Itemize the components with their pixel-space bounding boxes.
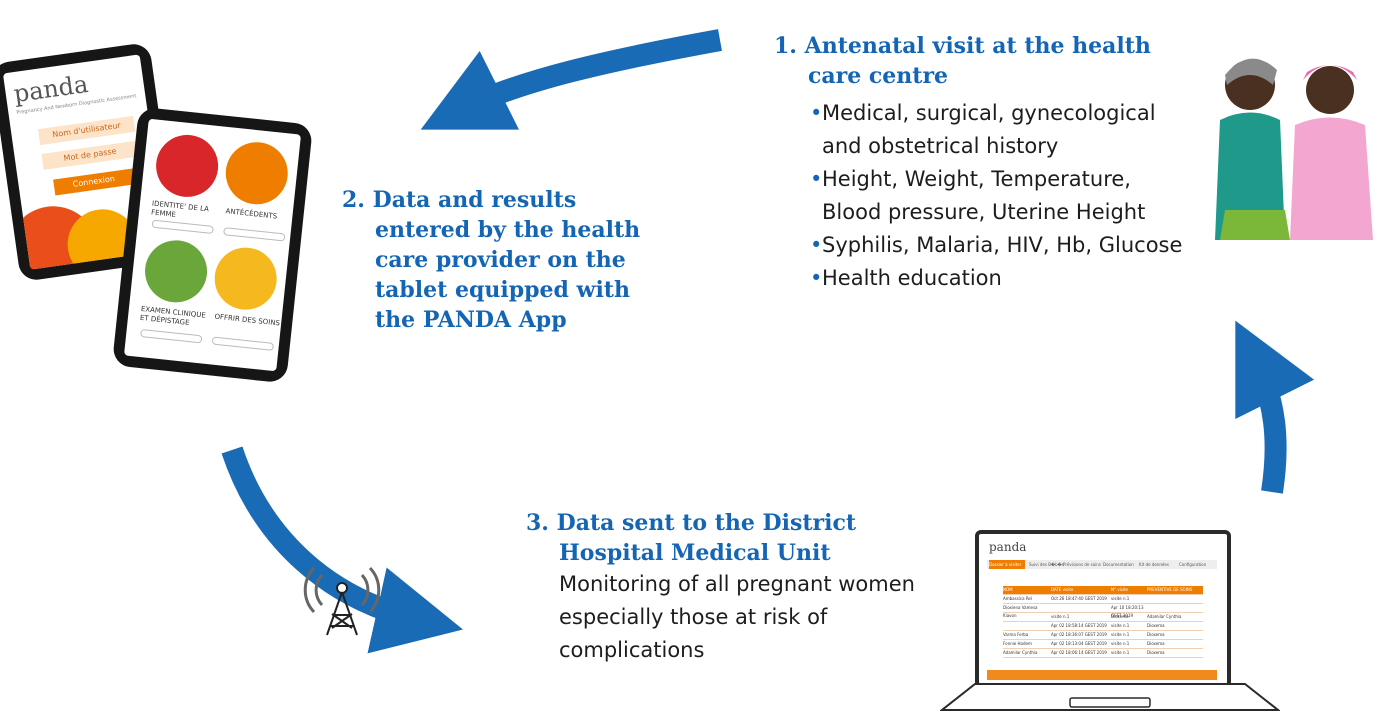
arrow-1-to-2 xyxy=(420,29,722,130)
arrow-3-to-1 xyxy=(1235,320,1315,494)
laptop-base xyxy=(940,683,1280,711)
arrow-2-to-3 xyxy=(221,446,463,654)
menu-label-2: ANTÉCÉDENTS xyxy=(225,207,278,221)
table-cell: Apr 02 18:13:04 GEST 2019 xyxy=(1051,641,1107,646)
laptop-screen: panda Dossier à visiter Suivi des B�b�s … xyxy=(975,530,1231,688)
tablet-menu: IDENTITE' DE LA FEMME ANTÉCÉDENTS EXAMEN… xyxy=(111,106,314,384)
step-2-title: 2. Data and results entered by the healt… xyxy=(342,187,641,333)
table-cell: visite n.1 xyxy=(1051,614,1070,619)
step-1-bullets: Medical, surgical, gynecological and obs… xyxy=(810,97,1194,295)
table-cell: Adamilar Cynthia xyxy=(1003,650,1038,655)
laptop-nav-tab[interactable]: Dossier à visiter xyxy=(989,560,1025,569)
step-1: 1. Antenatal visit at the health care ce… xyxy=(774,31,1194,295)
table-header: NOM DATE visite N° visite PREVENTIVE DE SOI… xyxy=(1003,586,1203,595)
table-cell: Dioxema xyxy=(1147,641,1165,646)
clinical-exam-icon[interactable] xyxy=(141,237,211,306)
table-cell: Dioxema xyxy=(1111,614,1129,619)
username-field[interactable]: Nom d'utilisateur xyxy=(37,115,136,146)
table-row[interactable]: visite n.1 Dioxema Adamilar Cynthia xyxy=(1003,613,1203,622)
care-icon[interactable] xyxy=(211,244,280,313)
table-cell: Adamilar Cynthia xyxy=(1147,614,1182,619)
laptop-footer xyxy=(987,670,1217,680)
bullet-item: Syphilis, Malaria, HIV, Hb, Glucose xyxy=(810,229,1194,262)
login-button[interactable]: Connexion xyxy=(53,168,135,196)
table-cell: visite n.1 xyxy=(1111,596,1130,601)
table-header-cell: PREVENTIVE DE SOINS xyxy=(1147,587,1193,592)
table-row[interactable]: Adamilar Cynthia Apr 02 18:06:14 GEST 201… xyxy=(1003,649,1203,658)
table-row[interactable]: Dioxiena Vamesa Kiavon Apr 10 18:20:13 GE… xyxy=(1003,604,1203,618)
table-cell: visite n.1 xyxy=(1111,623,1130,628)
table-cell: Oct 26 18:47:40 GEST 2019 xyxy=(1051,596,1107,601)
table-cell: visite n.1 xyxy=(1111,650,1130,655)
menu-label-4: OFFRIR DES SOINS xyxy=(214,312,281,328)
step-3-title: 3. Data sent to the District Hospital Me… xyxy=(526,510,857,566)
step-2: 2. Data and results entered by the healt… xyxy=(342,185,642,335)
laptop-nav-tab[interactable]: Kit de données xyxy=(1139,562,1169,567)
laptop-nav-tab[interactable]: Prévisions de soins xyxy=(1063,562,1101,567)
table-cell: Dioxema xyxy=(1147,650,1165,655)
women-illustration xyxy=(1215,58,1373,240)
table-cell: Apr 02 18:58:14 GEST 2019 xyxy=(1051,623,1107,628)
laptop-nav-tab[interactable]: Suivi des B�b�s xyxy=(1029,562,1064,567)
tablet-menu-screen: IDENTITE' DE LA FEMME ANTÉCÉDENTS EXAMEN… xyxy=(123,118,302,372)
bullet-item: Health education xyxy=(810,262,1194,295)
table-cell: Apr 10 18:20:13 GEST 2019 xyxy=(1111,605,1144,618)
progress-bar xyxy=(139,328,203,344)
table-row[interactable]: Apr 02 18:58:14 GEST 2019 visite n.1 Dioxe… xyxy=(1003,622,1203,631)
password-field[interactable]: Mot de passe xyxy=(41,140,139,170)
table-cell: Apr 02 18:36:07 GEST 2019 xyxy=(1051,632,1107,637)
bullet-item: Height, Weight, Temperature, Blood press… xyxy=(810,163,1194,229)
antenna-icon xyxy=(303,566,381,636)
progress-bar xyxy=(211,336,275,351)
step-1-title: 1. Antenatal visit at the health care ce… xyxy=(774,33,1151,89)
table-cell: visite n.1 xyxy=(1111,641,1130,646)
table-cell: Varma Ferba xyxy=(1003,632,1029,637)
step-3: 3. Data sent to the District Hospital Me… xyxy=(526,508,966,667)
table-cell: Ambassica Rel xyxy=(1003,596,1032,601)
table-cell: Dioxema xyxy=(1147,632,1165,637)
menu-label-3: EXAMEN CLINIQUE ET DÉPISTAGE xyxy=(139,304,207,327)
bullet-item: Medical, surgical, gynecological and obs… xyxy=(810,97,1194,163)
table-row[interactable]: Varma Ferba Apr 02 18:36:07 GEST 2019 visi… xyxy=(1003,631,1203,640)
table-row[interactable]: Fonnie Hadem Apr 02 18:13:04 GEST 2019 vis… xyxy=(1003,640,1203,649)
laptop-logo: panda xyxy=(989,540,1027,554)
laptop-table: NOM DATE visite N° visite PREVENTIVE DE SOI… xyxy=(1003,586,1203,658)
table-header-cell: NOM xyxy=(1003,587,1013,592)
progress-bar xyxy=(223,227,286,242)
laptop-nav-tab[interactable]: Documentation xyxy=(1103,562,1134,567)
table-cell: visite n.1 xyxy=(1111,632,1130,637)
table-cell: Apr 02 18:06:14 GEST 2019 xyxy=(1051,650,1107,655)
table-header-cell: DATE visite xyxy=(1051,587,1074,592)
history-icon[interactable] xyxy=(222,139,291,208)
table-cell: Dioxema xyxy=(1147,623,1165,628)
table-cell: Fonnie Hadem xyxy=(1003,641,1032,646)
table-cell: Dioxiena Vamesa Kiavon xyxy=(1003,605,1038,618)
step-3-description: Monitoring of all pregnant women especia… xyxy=(559,572,915,662)
table-rows: Ambassica Rel Oct 26 18:47:40 GEST 2019 vi… xyxy=(1003,595,1203,658)
laptop-navbar xyxy=(987,560,1217,569)
table-header-cell: N° visite xyxy=(1111,587,1128,592)
woman-identity-icon[interactable] xyxy=(153,131,222,200)
table-row[interactable]: Ambassica Rel Oct 26 18:47:40 GEST 2019 vi… xyxy=(1003,595,1203,604)
laptop-nav-tab[interactable]: Configuration xyxy=(1179,562,1207,567)
